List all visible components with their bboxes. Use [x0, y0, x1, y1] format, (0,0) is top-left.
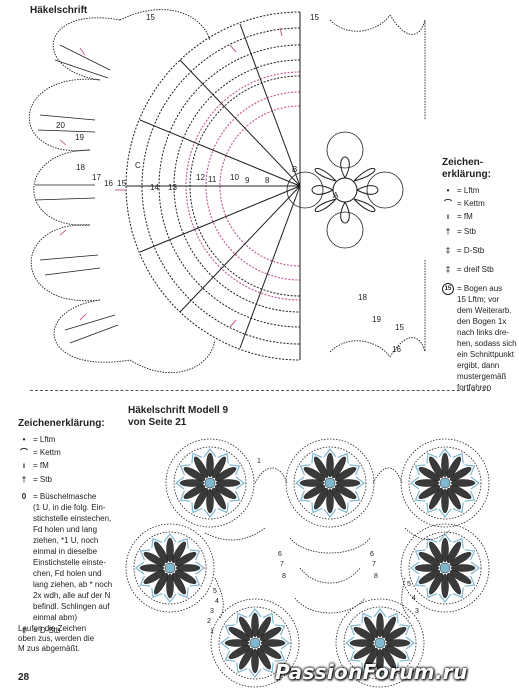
- svg-text:1: 1: [210, 628, 214, 635]
- cluster-stitch-icon: 0: [21, 492, 27, 501]
- slip-stitch-icon: ⌒: [444, 199, 452, 208]
- legend-item-bogen: 15= Bogen aus 15 Lftm; vor dem Weiterarb…: [442, 283, 518, 393]
- svg-text:B: B: [292, 165, 297, 174]
- svg-text:1: 1: [257, 458, 261, 465]
- svg-text:12: 12: [196, 173, 205, 182]
- svg-text:C: C: [135, 161, 141, 170]
- svg-text:5: 5: [407, 581, 411, 588]
- page-number: 28: [18, 672, 30, 683]
- legend-item-fm: ı= fM: [18, 460, 123, 471]
- legend-item-fm: ı= fM: [442, 211, 518, 222]
- svg-text:6: 6: [278, 551, 282, 558]
- svg-text:17: 17: [92, 173, 101, 182]
- legend-item-d-stb: ‡= D-Stb: [442, 245, 518, 256]
- legend-item-stb: †= Stb: [442, 226, 518, 237]
- svg-text:8: 8: [265, 176, 270, 185]
- top-legend-title: Zeichen- erklärung:: [442, 157, 491, 180]
- svg-text:4: 4: [412, 595, 416, 602]
- legend-item-bueschelmasche: 0= Büschelmasche (1 U, in die folg. Ein-…: [18, 491, 123, 623]
- svg-text:16: 16: [104, 179, 113, 188]
- chain-loop-icon: 15: [442, 283, 454, 295]
- svg-text:3: 3: [210, 608, 214, 615]
- svg-text:18: 18: [76, 163, 85, 172]
- svg-text:6: 6: [370, 551, 374, 558]
- legend-item-d-stb: ‡= D-Stb: [18, 625, 123, 636]
- double-crochet-icon: †: [21, 475, 27, 484]
- svg-text:20: 20: [56, 121, 65, 130]
- svg-text:13: 13: [168, 183, 177, 192]
- top-legend: •= Lftm ⌒= Kettm ı= fM †= Stb ‡= D-Stb ‡…: [442, 185, 518, 395]
- svg-text:8: 8: [374, 573, 378, 580]
- double-crochet-icon: †: [445, 227, 451, 236]
- legend-note: Laufen die Zeichen oben zus, werden die …: [18, 624, 95, 653]
- svg-text:7: 7: [280, 561, 284, 568]
- chain-stitch-icon: •: [22, 435, 26, 444]
- legend-item-dreif-stb: ‡= dreif Stb: [442, 264, 518, 275]
- svg-text:15: 15: [117, 179, 126, 188]
- legend-item-lftm: •= Lftm: [18, 434, 123, 445]
- svg-text:9: 9: [245, 176, 250, 185]
- bottom-crochet-chart: 1 6 7 8 5 4 3 2 1 6 7 8 5 4 3: [125, 438, 490, 688]
- svg-text:A: A: [333, 191, 339, 200]
- svg-text:15: 15: [310, 13, 319, 22]
- treble-crochet-icon: ‡: [445, 246, 451, 255]
- treble-crochet-icon: ‡: [21, 626, 27, 635]
- single-crochet-icon: ı: [22, 461, 26, 470]
- single-crochet-icon: ı: [446, 212, 450, 221]
- svg-text:3: 3: [415, 608, 419, 615]
- svg-text:8: 8: [282, 573, 286, 580]
- svg-text:14: 14: [150, 183, 159, 192]
- legend-item-kettm: ⌒= Kettm: [444, 199, 485, 208]
- svg-text:11: 11: [208, 175, 217, 184]
- svg-text:10: 10: [230, 173, 239, 182]
- top-chart-title: Häkelschrift: [30, 5, 88, 16]
- svg-text:15: 15: [395, 323, 404, 332]
- svg-text:15: 15: [146, 13, 155, 22]
- svg-text:7: 7: [372, 561, 376, 568]
- bottom-chart-title: Häkelschrift Modell 9 von Seite 21: [128, 405, 229, 428]
- svg-text:5: 5: [213, 588, 217, 595]
- legend-item-stb: †= Stb: [18, 474, 123, 485]
- chain-stitch-icon: •: [446, 186, 450, 195]
- svg-text:19: 19: [75, 133, 84, 142]
- top-crochet-chart: 15 15 20 19 18 17 16 15 C 14 13 12 11 10…: [28, 9, 426, 374]
- triple-treble-icon: ‡: [445, 265, 451, 274]
- svg-text:2: 2: [207, 618, 211, 625]
- legend-item-lftm: •= Lftm: [442, 185, 518, 196]
- slip-stitch-icon: ⌒: [20, 448, 28, 457]
- section-divider: [30, 390, 490, 391]
- bottom-legend: •= Lftm ⌒= Kettm ı= fM †= Stb 0= Büschel…: [18, 434, 123, 638]
- svg-text:16: 16: [392, 345, 401, 354]
- bottom-legend-title: Zeichenerklärung:: [18, 418, 105, 429]
- svg-text:18: 18: [358, 293, 367, 302]
- svg-text:4: 4: [215, 598, 219, 605]
- legend-item-kettm: ⌒= Kettm: [20, 448, 61, 457]
- svg-text:19: 19: [372, 315, 381, 324]
- watermark-logo: PassionForum.ru: [275, 660, 468, 684]
